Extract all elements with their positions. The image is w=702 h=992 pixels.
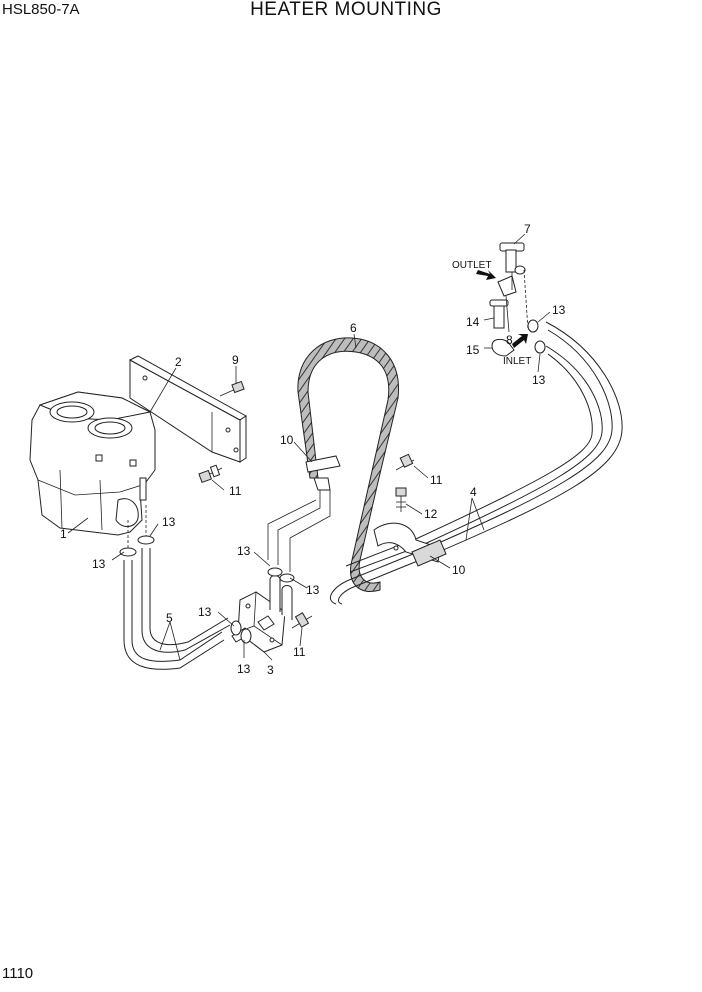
callout-13-heater-left: 13 — [92, 557, 106, 571]
outlet-arrow — [476, 270, 496, 280]
heater-unit — [29, 391, 156, 536]
valve-14-15 — [489, 299, 515, 357]
valve-block — [230, 567, 295, 653]
callout-13-valve-top-left: 13 — [237, 544, 251, 558]
inlet-arrow — [512, 334, 528, 348]
valve-7-8 — [497, 242, 529, 331]
callout-13-upper-outlet: 13 — [552, 303, 566, 317]
callout-11-hose: 11 — [430, 473, 443, 487]
connector-lines — [267, 488, 331, 572]
band-10-upper — [305, 455, 341, 473]
callout-4: 4 — [470, 485, 477, 499]
callout-11-bracket: 11 — [229, 484, 242, 498]
bolt-11-bracket — [198, 464, 223, 484]
inlet-label: INLET — [503, 356, 531, 367]
callout-13-heater-right: 13 — [162, 515, 176, 529]
pipe-set-4 — [330, 321, 623, 605]
callout-13-upper-inlet: 13 — [532, 373, 546, 387]
page-number: 1110 — [2, 965, 34, 982]
bolt-11-valve — [291, 612, 313, 629]
pipe-support — [373, 522, 447, 567]
model-label: HSL850-7A — [2, 1, 80, 18]
callout-1: 1 — [60, 527, 67, 541]
corrugated-hose-6 — [297, 337, 399, 592]
hose-5 — [119, 505, 231, 670]
callout-10-upper: 10 — [280, 433, 294, 447]
bolt-9 — [219, 380, 245, 397]
bolt-11-hose — [395, 453, 415, 471]
callout-7: 7 — [524, 222, 531, 236]
callout-3: 3 — [267, 663, 274, 677]
callout-5: 5 — [166, 611, 173, 625]
callout-13-valve-top-right: 13 — [306, 583, 320, 597]
callout-15: 15 — [466, 343, 480, 357]
upper-clamps — [527, 319, 546, 354]
callout-11-valve: 11 — [293, 645, 306, 659]
callout-13-valve-bottom: 13 — [237, 662, 251, 676]
callout-10-lower: 10 — [452, 563, 466, 577]
outlet-label: OUTLET — [452, 260, 491, 271]
callout-8: 8 — [506, 333, 513, 347]
leader-lines — [67, 233, 551, 661]
callout-2: 2 — [175, 355, 182, 369]
callout-12: 12 — [424, 507, 438, 521]
mounting-bracket — [128, 355, 247, 463]
bolt-12 — [395, 487, 407, 512]
callout-6: 6 — [350, 321, 357, 335]
callout-9: 9 — [232, 353, 239, 367]
callout-14: 14 — [466, 315, 480, 329]
page-title: HEATER MOUNTING — [250, 0, 442, 20]
callout-13-valve-left: 13 — [198, 605, 212, 619]
